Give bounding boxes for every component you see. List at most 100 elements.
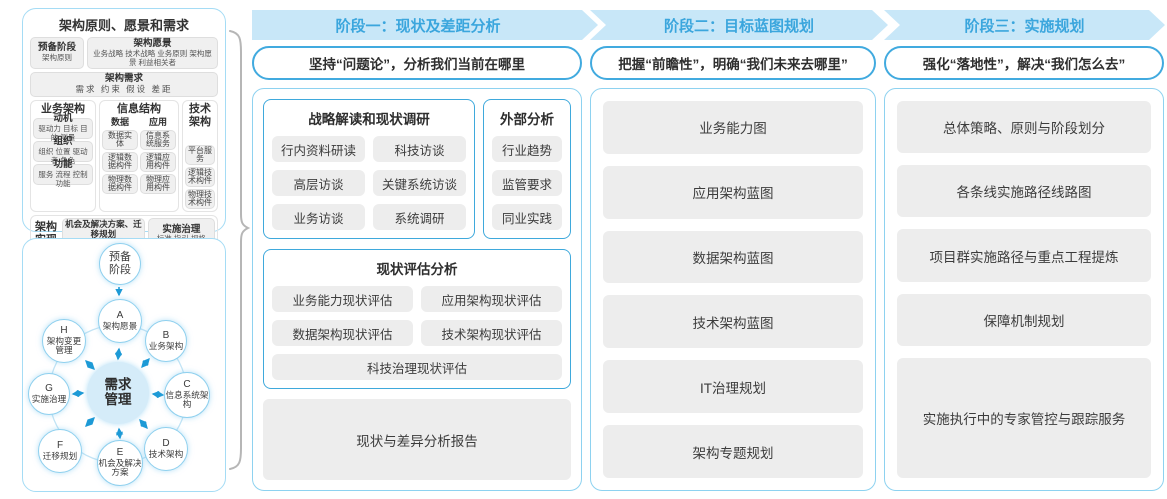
requirements-sub: 需求 约束 假设 差距 [75, 84, 173, 95]
research-item: 系统调研 [373, 204, 466, 230]
business-item: 功能 服务 流程 控制 功能 [33, 160, 93, 189]
business-item: 组织 组织 位置 驱动者 角色 [33, 137, 93, 166]
adm-circle-prep: 预备阶段 [99, 243, 141, 285]
requirements-box: 架构需求 需求 约束 假设 差距 [30, 72, 218, 97]
assessment-item: 科技治理现状评估 [272, 354, 562, 380]
phase3-content-panel: 总体策略、原则与阶段划分 各条线实施路径线路图 项目群实施路径与重点工程提炼 保… [884, 88, 1164, 491]
technology-architecture-section: 技术架构 平台服务 逻辑技术构件 物理技术构件 [182, 99, 218, 213]
adm-cycle-panel: 预备阶段 A 架构愿景 B 业务架构 C 信息系统架构 D 技术架构 E 机会及… [22, 238, 226, 492]
double-arrow-icon [85, 360, 95, 370]
double-arrow-icon [139, 418, 148, 430]
blueprint-item: 业务能力图 [603, 101, 863, 154]
blueprint-item: 应用架构蓝图 [603, 165, 863, 219]
framework-title: 架构原则、愿景和需求 [58, 18, 189, 33]
research-title: 战略解读和现状调研 [308, 112, 430, 127]
information-structure-section: 信息结构 数据 数据实体 逻辑数据构件 物理数据构件 应用 信息系统服务 逻辑应… [99, 99, 179, 213]
adm-name: 架构变更管理 [46, 335, 82, 356]
implementation-item: 实施执行中的专家管控与跟踪服务 [897, 357, 1151, 478]
business-item-sub: 服务 流程 控制 功能 [38, 170, 88, 189]
phase2-subtitle: 把握“前瞻性”，明确“我们未来去哪里” [618, 57, 848, 72]
business-architecture-title: 业务架构 [41, 102, 85, 115]
implementation-item: 各条线实施路径线路图 [897, 165, 1151, 218]
opportunities-title: 机会及解决方案、迁移规划 [65, 219, 142, 239]
research-item: 高层访谈 [272, 170, 365, 196]
adm-name: 信息系统架构 [165, 389, 209, 410]
phase3-subtitle: 强化“落地性”，解决“我们怎么去” [922, 57, 1126, 72]
adm-prep-label: 预备阶段 [109, 251, 131, 276]
research-box: 战略解读和现状调研 行内资料研读 科技访谈 高层访谈 关键系统访谈 业务访谈 系… [263, 99, 475, 239]
application-column-header: 应用 [148, 117, 167, 128]
external-item: 监管要求 [492, 170, 562, 196]
application-item: 逻辑应用构件 [140, 152, 176, 173]
application-column: 应用 信息系统服务 逻辑应用构件 物理应用构件 [140, 117, 176, 195]
adm-letter: A [116, 310, 124, 322]
blueprint-item: 架构专题规划 [603, 425, 863, 478]
business-item-title: 功能 [53, 159, 73, 171]
assessment-item: 数据架构现状评估 [272, 320, 413, 346]
phase1-content-panel: 战略解读和现状调研 行内资料研读 科技访谈 高层访谈 关键系统访谈 业务访谈 系… [252, 88, 582, 491]
vision-box: 架构愿景 业务战略 技术战略 业务原则 架构愿景 利益相关者 [87, 37, 218, 70]
phase2-subtitle-box: 把握“前瞻性”，明确“我们未来去哪里” [590, 46, 876, 80]
requirements-title: 架构需求 [104, 73, 143, 85]
business-item-sub: 驱动力 目标 目的 测量 [38, 124, 88, 143]
governance-title: 实施治理 [162, 223, 201, 235]
blueprint-item: 技术架构蓝图 [603, 295, 863, 349]
assessment-item: 应用架构现状评估 [421, 286, 562, 312]
adm-letter: C [183, 379, 191, 391]
data-item: 逻辑数据构件 [102, 152, 138, 173]
adm-name: 技术架构 [148, 448, 184, 459]
business-item-title: 动机 [53, 113, 73, 125]
framework-row-top: 预备阶段 架构原则 架构愿景 业务战略 技术战略 业务原则 架构愿景 利益相关者 [30, 37, 218, 70]
adm-circle-h: H 架构变更管理 [42, 319, 86, 363]
technology-item: 平台服务 [185, 145, 215, 166]
adm-circle-a: A 架构愿景 [98, 299, 142, 343]
phase3-subtitle-box: 强化“落地性”，解决“我们怎么去” [884, 46, 1164, 80]
data-column-header: 数据 [110, 117, 129, 128]
phase3-title: 阶段三：实施规划 [964, 17, 1085, 35]
double-arrow-icon [85, 417, 95, 427]
data-item: 物理数据构件 [102, 174, 138, 195]
assessment-item: 技术架构现状评估 [421, 320, 562, 346]
phase2-header-band: 阶段二：目标蓝图规划 [590, 10, 888, 40]
data-item: 数据实体 [102, 130, 138, 151]
phase2-content-panel: 业务能力图 应用架构蓝图 数据架构蓝图 技术架构蓝图 IT治理规划 架构专题规划 [590, 88, 876, 491]
external-analysis-box: 外部分析 行业趋势 监管要求 同业实践 [483, 99, 571, 239]
phase3-header-band: 阶段三：实施规划 [884, 10, 1165, 40]
adm-circle-d: D 技术架构 [144, 427, 188, 471]
curly-brace-icon [229, 30, 251, 470]
phase1-header-band: 阶段一：现状及差距分析 [252, 10, 598, 40]
research-item: 科技访谈 [373, 136, 466, 162]
adm-circle-center: 需求管理 [87, 362, 149, 424]
framework-row-arch: 业务架构 动机 驱动力 目标 目的 测量 组织 组织 位置 驱动者 角色 功能 … [30, 99, 218, 213]
research-item: 业务访谈 [272, 204, 365, 230]
adm-circle-e: E 机会及解决方案 [97, 440, 143, 486]
phase2-title: 阶段二：目标蓝图规划 [663, 17, 814, 35]
business-item: 动机 驱动力 目标 目的 测量 [33, 114, 93, 143]
business-item-sub: 组织 位置 驱动者 角色 [38, 147, 88, 166]
application-item: 物理应用构件 [140, 174, 176, 195]
application-item: 信息系统服务 [140, 130, 176, 151]
research-item: 关键系统访谈 [373, 170, 466, 196]
business-item-title: 组织 [53, 136, 73, 148]
gap-analysis-report-box: 现状与差异分析报告 [263, 399, 571, 480]
adm-letter: E [116, 447, 124, 459]
prep-phase-sub: 架构原则 [42, 53, 72, 63]
adm-letter: H [60, 325, 68, 337]
adm-letter: D [162, 438, 170, 450]
phase1-subtitle: 坚持“问题论”，分析我们当前在哪里 [309, 57, 525, 72]
prep-phase-title: 预备阶段 [37, 42, 76, 54]
vision-sub: 业务战略 技术战略 业务原则 架构愿景 利益相关者 [93, 48, 212, 67]
information-structure-title: 信息结构 [117, 102, 161, 115]
double-arrow-icon [71, 389, 85, 398]
blueprint-item: 数据架构蓝图 [603, 230, 863, 284]
adm-name: 迁移规划 [42, 450, 78, 461]
external-item: 同业实践 [492, 204, 562, 230]
implementation-item: 总体策略、原则与阶段划分 [897, 101, 1151, 154]
adm-letter: F [56, 440, 64, 452]
adm-center-label: 需求管理 [104, 377, 132, 407]
adm-circle-b: B 业务架构 [145, 320, 187, 362]
data-column: 数据 数据实体 逻辑数据构件 物理数据构件 [102, 117, 138, 195]
adm-name: 架构愿景 [102, 320, 138, 331]
assessment-title: 现状评估分析 [376, 262, 458, 277]
